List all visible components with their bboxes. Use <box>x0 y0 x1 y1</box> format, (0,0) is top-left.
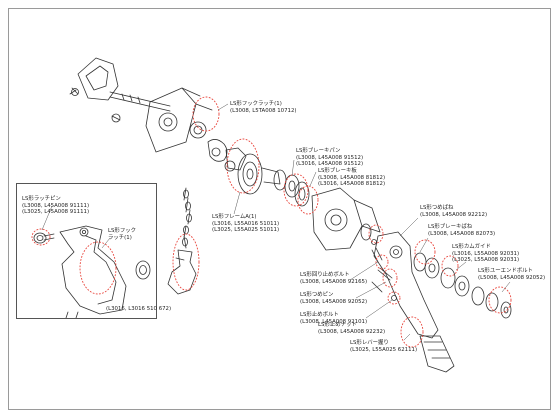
highlight-grip <box>400 316 424 348</box>
hook-detail-inset <box>16 183 157 319</box>
callout-brake-pad: LS形ブレーキパン (L3008, L45A008 91512) (L3016,… <box>296 148 364 168</box>
highlight-lower-hook <box>172 233 200 291</box>
highlight-inset-latch <box>79 241 117 295</box>
highlight-ratchet <box>368 224 384 244</box>
highlight-inset-pin <box>31 228 51 246</box>
inset-hook-code: (L3016, L3016 510 672) <box>106 306 172 312</box>
callout-frame: LS形フレームA(1) (L3016, L55A016 51011) (L302… <box>212 214 280 234</box>
callout-hook-latch: LS形フックラッチ(1) (L3008, L5TA008 10712) <box>230 101 297 114</box>
diagram-border <box>8 8 551 410</box>
callout-lever-spring: LS形つめばね (L3008, L45A008 92212) <box>420 205 488 218</box>
highlight-cover <box>488 286 512 314</box>
highlight-frame <box>226 138 260 194</box>
highlight-spring <box>414 239 436 265</box>
highlight-brake-disc <box>297 185 319 215</box>
callout-rotate-stop: LS形回り止めボルト (L3008, L45A008 92165) <box>300 272 368 285</box>
callout-brake-spring: LS形ブレーキばね (L3008, L45A008 82073) <box>428 224 496 237</box>
callout-cam-guide: LS形カムガイド (L3016, L55A008 92031) (L3025, … <box>452 244 520 264</box>
highlight-nut <box>387 291 401 305</box>
callout-brake-disc: LS形ブレーキ板 (L3008, L45A008 81812) (L3016, … <box>318 168 386 188</box>
callout-gear-cover: LS形ユーエンドボルト (L5008, L45A008 92052) <box>478 268 546 281</box>
highlight-brake-pad <box>283 173 309 207</box>
callout-lever-grip: LS形レバー握り (L3025, L55A025 62111) <box>350 340 418 353</box>
callout-cover-bolt: LS形止めボルト (L3008, L45A008 92101) <box>300 312 368 325</box>
highlight-cam <box>441 255 459 277</box>
callout-nut-b: LS形止めナット (L3008, L45A008 92232) <box>318 322 386 335</box>
highlight-rotate-stop <box>375 254 389 270</box>
highlight-bolt-a <box>382 268 398 288</box>
inset-callout-hook: LS形フック ラッチ(1) <box>108 228 136 241</box>
highlight-hook-latch <box>192 96 220 132</box>
inset-callout-latch-pin: LS形ラッチピン (L3008, L45A008 91111) (L3025, … <box>22 196 90 216</box>
callout-pawl-lock: LS形つめピン (L3008, L45A008 92052) <box>300 292 368 305</box>
